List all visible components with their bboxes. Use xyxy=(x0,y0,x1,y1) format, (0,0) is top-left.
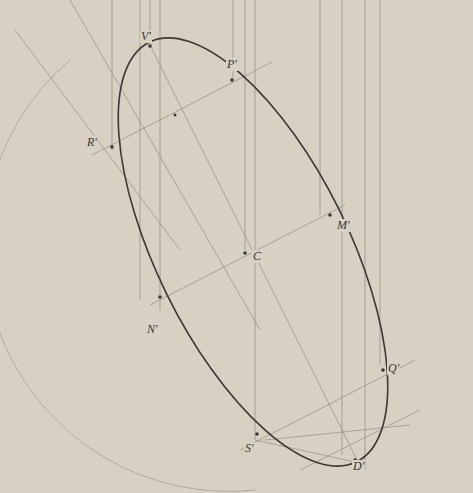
ellipse-curve xyxy=(63,0,442,493)
point-label: N' xyxy=(146,323,159,336)
point-label: C xyxy=(252,250,262,263)
point-label: P' xyxy=(226,58,238,71)
point-label: R' xyxy=(86,136,98,149)
point-label: S' xyxy=(244,442,255,455)
point-label: M' xyxy=(336,219,351,232)
construction-points xyxy=(110,44,385,462)
construction-lines xyxy=(0,0,420,491)
point-label: Q' xyxy=(387,362,400,375)
point-label: V' xyxy=(140,30,152,43)
point-label: D' xyxy=(352,460,365,473)
